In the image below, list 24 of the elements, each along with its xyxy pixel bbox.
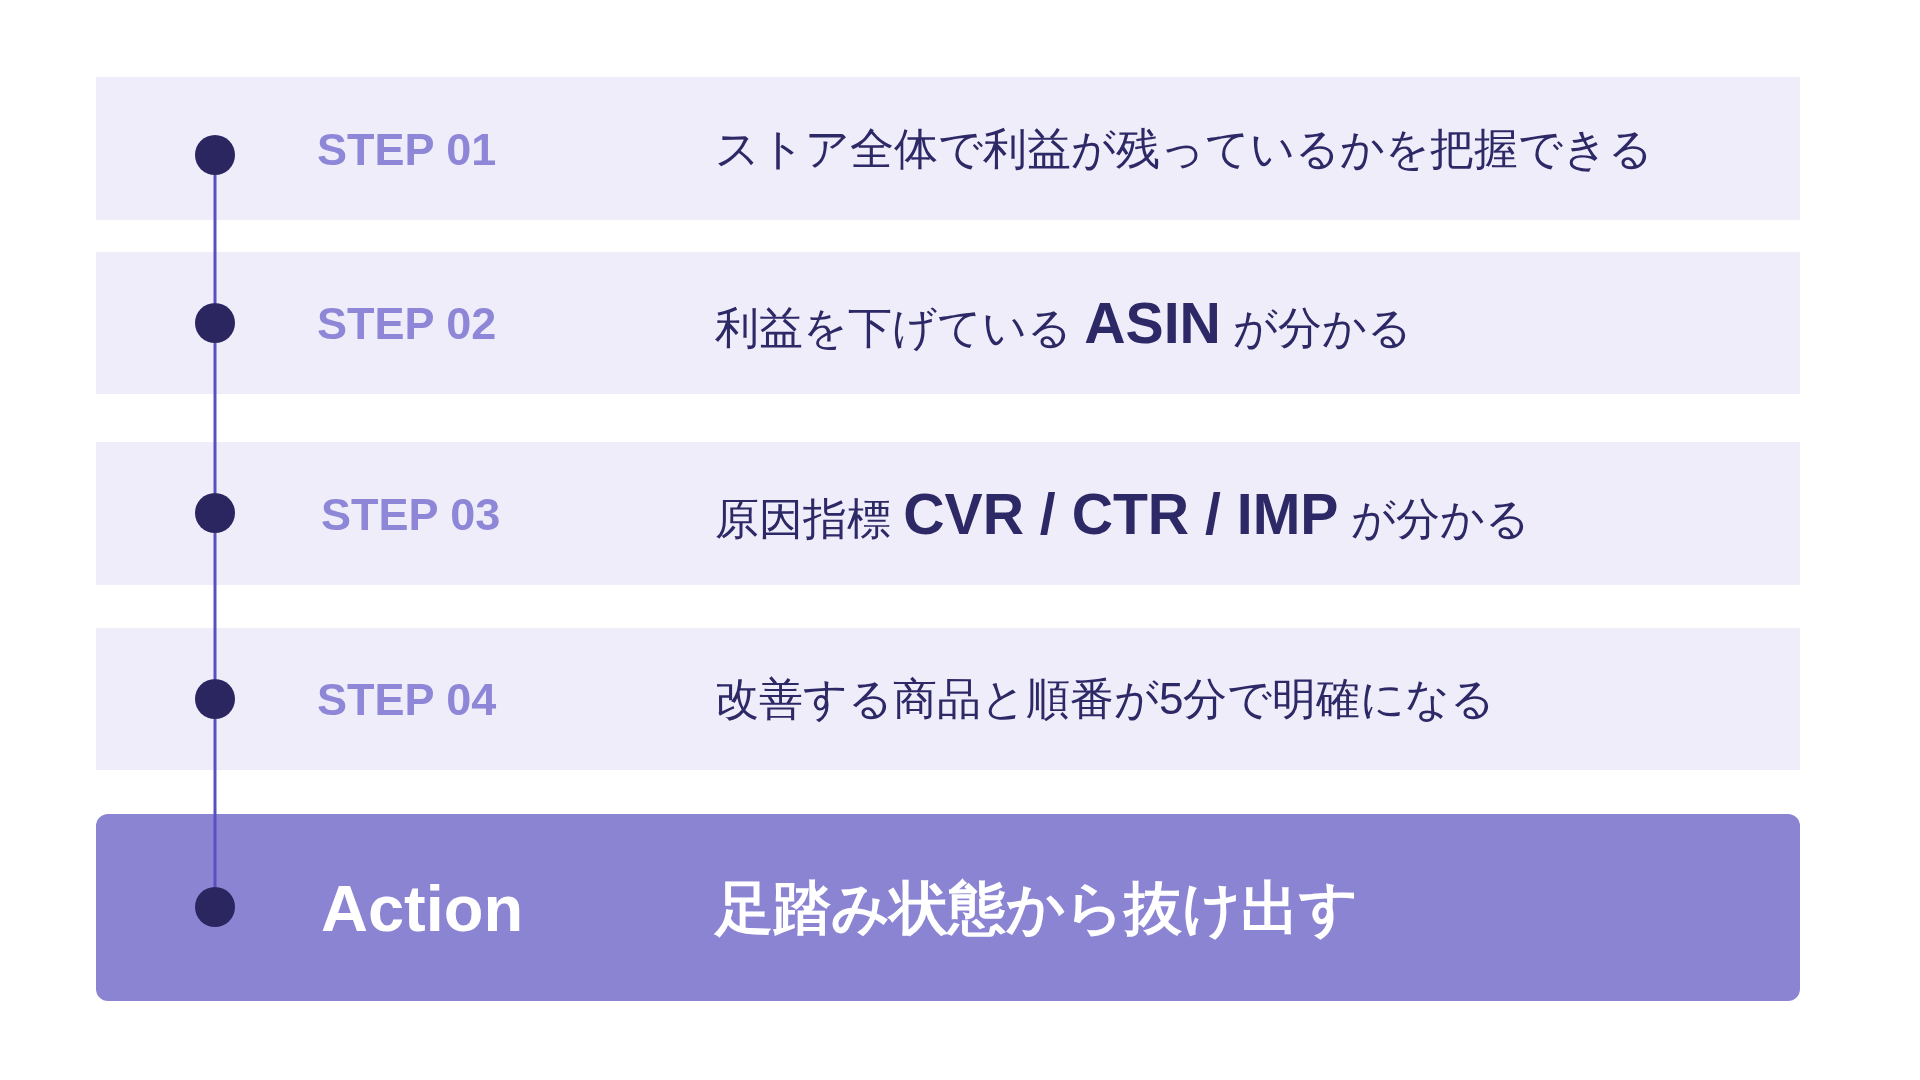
- timeline-dot: [195, 135, 235, 175]
- step-band: [96, 252, 1800, 394]
- step-band: [96, 442, 1800, 585]
- timeline-dot: [195, 493, 235, 533]
- step-description: 利益を下げている ASIN が分かる: [715, 291, 1413, 355]
- timeline-dot: [195, 303, 235, 343]
- step-description: ストア全体で利益が残っているかを把握できる: [715, 124, 1653, 173]
- action-band: [96, 814, 1800, 1001]
- timeline-line: [213, 533, 217, 679]
- step-label: STEP 01: [317, 126, 497, 171]
- step-description: 改善する商品と順番が5分で明確になる: [715, 674, 1496, 724]
- timeline-line: [213, 343, 217, 493]
- action-label: Action: [321, 875, 524, 940]
- timeline-line: [213, 719, 217, 887]
- step-band: [96, 628, 1800, 770]
- step-label: STEP 04: [317, 676, 497, 722]
- step-label: STEP 02: [317, 300, 497, 346]
- step-band: [96, 77, 1800, 220]
- step-label: STEP 03: [321, 491, 501, 536]
- step-description: 原因指標 CVR / CTR / IMP が分かる: [715, 482, 1530, 545]
- action-description: 足踏み状態から抜け出す: [715, 875, 1358, 940]
- timeline-line: [213, 175, 217, 303]
- timeline-dot: [195, 679, 235, 719]
- timeline-dot: [195, 887, 235, 927]
